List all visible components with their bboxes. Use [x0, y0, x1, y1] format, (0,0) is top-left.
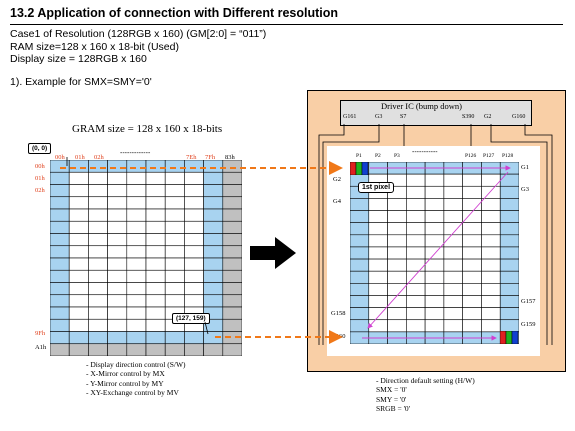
- gram-size-label: GRAM size = 128 x 160 x 18-bits: [72, 123, 223, 135]
- ram-size-line: RAM size=128 x 160 x 18-bit (Used): [10, 41, 179, 53]
- driver-pin-G3: G3: [375, 114, 383, 120]
- gate-label-G157: G157: [521, 298, 536, 305]
- end-pointer: [204, 321, 209, 335]
- driver-routing-lines: [318, 124, 553, 345]
- driver-pin-S390: S390: [462, 114, 475, 120]
- row-label-A1h: A1h: [35, 344, 47, 351]
- note-srgb: SRGB = '0': [376, 403, 411, 413]
- col-header-01h: 01h: [75, 154, 85, 161]
- note-smy: SMY = '0': [376, 394, 407, 404]
- pixel-label-P2: P2: [375, 153, 381, 159]
- gate-label-G4: G4: [333, 198, 341, 205]
- driver-ic-box: [340, 100, 532, 126]
- resolution-case-line: Case1 of Resolution (128RGB x 160) (GM[2…: [10, 28, 267, 40]
- gate-label-G2: G2: [333, 176, 341, 183]
- gate-label-G3: G3: [521, 186, 529, 193]
- driver-pin-G2: G2: [484, 114, 492, 120]
- origin-coordinate-label: (0, 0): [28, 143, 52, 154]
- col-header-ellipsis: -------------: [120, 150, 151, 157]
- note-x-mirror: - X-Mirror control by MX: [86, 369, 165, 379]
- pixel-label-ellipsis: -----------: [412, 149, 438, 156]
- gram-cell: [222, 343, 242, 356]
- pixel-label-P127: P127: [483, 153, 495, 159]
- first-pixel-label: 1st pixel: [358, 182, 395, 193]
- driver-pin-G161: G161: [343, 114, 357, 120]
- big-arrow-right: [250, 237, 296, 269]
- gate-label-G158: G158: [331, 310, 346, 317]
- driver-pin-S7: S7: [400, 114, 407, 120]
- row-label-00h: 00h: [35, 163, 45, 170]
- col-header-7Fh: 7Fh: [205, 154, 216, 161]
- note-direction-default: - Direction default setting (H/W): [376, 376, 475, 385]
- pixel-label-P1: P1: [356, 153, 362, 159]
- pixel-label-P128: P128: [502, 153, 514, 159]
- row-label-02h: 02h: [35, 187, 45, 194]
- note-display-direction: - Display direction control (S/W): [86, 360, 186, 369]
- section-title: 13.2 Application of connection with Diff…: [10, 6, 339, 20]
- gram-notes: - Display direction control (S/W) - X-Mi…: [86, 360, 186, 397]
- driver-ic-title: Driver IC (bump down): [381, 101, 462, 111]
- row-label-01h: 01h: [35, 175, 45, 182]
- note-y-mirror: - Y-Mirror control by MY: [86, 378, 164, 388]
- note-xy-exchange: - XY-Exchange control by MV: [86, 387, 179, 397]
- driver-pin-G160: G160: [512, 114, 526, 120]
- pixel-label-P3: P3: [394, 153, 400, 159]
- end-coordinate-label: (127, 159): [172, 313, 210, 324]
- pixel-label-P126: P126: [465, 153, 477, 159]
- note-smx: SMX = '0': [376, 385, 407, 395]
- row-label-9Fh: 9Fh: [35, 330, 46, 337]
- first-pixel-rgb: [350, 162, 369, 175]
- display-size-line: Display size = 128RGB x 160: [10, 53, 147, 65]
- example-label: 1). Example for SMX=SMY='0': [10, 76, 152, 88]
- col-header-83h: 83h: [225, 154, 235, 161]
- gate-label-G159: G159: [521, 321, 536, 328]
- last-pixel-rgb: [500, 331, 519, 344]
- col-header-7Eh: 7Eh: [186, 154, 197, 161]
- panel-notes: - Direction default setting (H/W) SMX = …: [376, 376, 475, 413]
- gate-label-G1: G1: [521, 164, 529, 171]
- scan-diagonal-line: [367, 171, 509, 329]
- col-header-02h: 02h: [94, 154, 104, 161]
- col-header-00h: 00h: [55, 154, 65, 161]
- title-divider: [10, 24, 563, 25]
